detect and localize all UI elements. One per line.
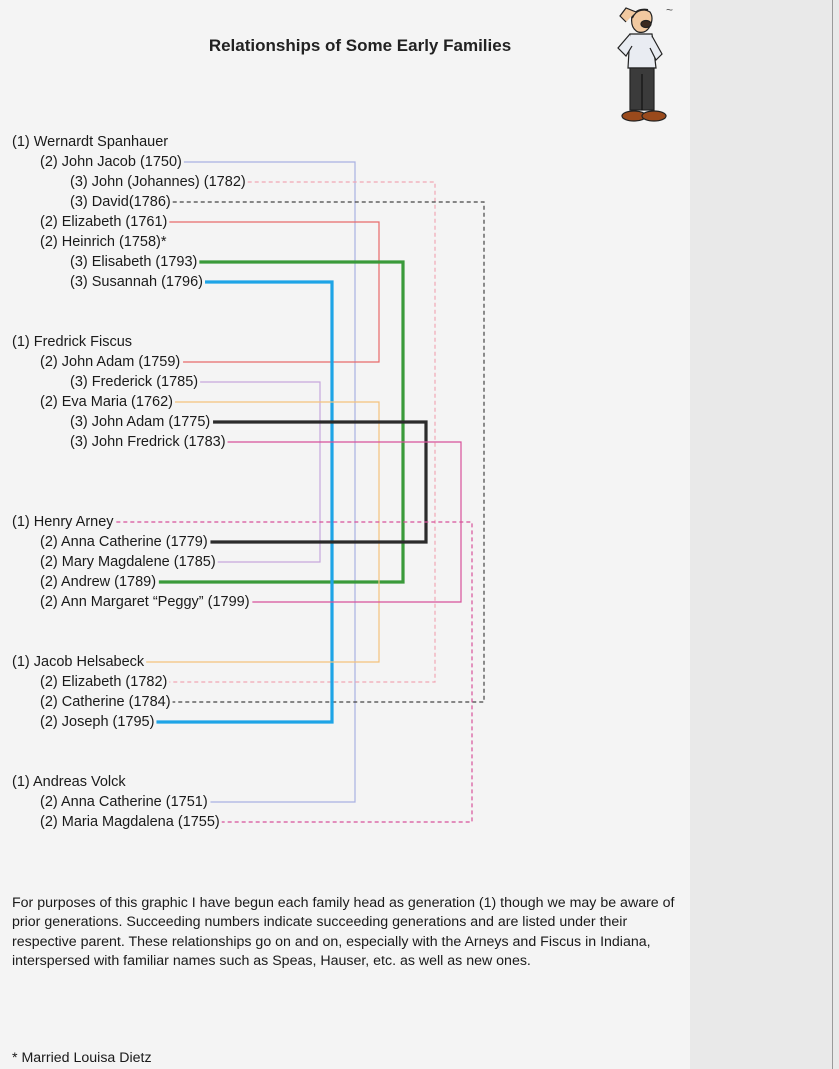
person-name: Anna Catherine (1779) <box>60 534 208 550</box>
person-name: Henry Arney <box>33 514 114 530</box>
person-name: Fredrick Fiscus <box>33 334 133 350</box>
family-member: (2) Anna Catherine (1751) <box>40 792 208 812</box>
page-title: Relationships of Some Early Families <box>208 36 512 55</box>
generation-number: (2) <box>40 234 62 250</box>
generation-number: (2) <box>40 814 62 830</box>
generation-number: (1) <box>12 774 33 790</box>
generation-number: (2) <box>40 674 62 690</box>
thinking-man-illustration: ~ <box>617 4 673 122</box>
generation-number: (2) <box>40 534 61 550</box>
person-name: John Adam (1759) <box>61 354 181 370</box>
person-name: Maria Magdalena (1755) <box>61 814 220 830</box>
family-head: (1) Fredrick Fiscus <box>12 332 132 352</box>
family-head: (1) Wernardt Spanhauer <box>12 132 168 152</box>
family-member: (2) Anna Catherine (1779) <box>40 532 208 552</box>
generation-number: (3) <box>70 434 92 450</box>
family-member: (2) Maria Magdalena (1755) <box>40 812 220 832</box>
family-member: (3) John Fredrick (1783) <box>70 432 226 452</box>
person-name: Catherine (1784) <box>61 694 171 710</box>
family-member: (3) John Adam (1775) <box>70 412 210 432</box>
person-name: Heinrich (1758)* <box>61 234 167 250</box>
connector-line <box>169 181 436 683</box>
generation-number: (2) <box>40 694 62 710</box>
person-name: John Jacob (1750) <box>61 154 182 170</box>
person-name: Anna Catherine (1751) <box>60 794 208 810</box>
generation-number: (3) <box>70 414 92 430</box>
generation-number: (1) <box>12 134 34 150</box>
family-member: (3) John (Johannes) (1782) <box>70 172 246 192</box>
person-name: Elizabeth (1761) <box>61 214 168 230</box>
person-name: Wernardt Spanhauer <box>33 134 169 150</box>
person-name: Elisabeth (1793) <box>91 254 198 270</box>
generation-number: (3) <box>70 194 92 210</box>
page-edge-rule <box>832 0 833 1069</box>
connector-line <box>200 381 321 563</box>
person-name: Andrew (1789) <box>60 574 157 590</box>
generation-number: (1) <box>12 334 34 350</box>
connector-line <box>156 280 334 724</box>
generation-number: (1) <box>12 514 34 530</box>
generation-number: (3) <box>70 174 92 190</box>
family-head: (1) Andreas Volck <box>12 772 126 792</box>
family-member: (2) Joseph (1795) <box>40 712 154 732</box>
family-member: (2) Catherine (1784) <box>40 692 171 712</box>
person-name: John Fredrick (1783) <box>91 434 226 450</box>
generation-number: (3) <box>70 254 92 270</box>
family-member: (2) John Jacob (1750) <box>40 152 182 172</box>
family-member: (2) John Adam (1759) <box>40 352 180 372</box>
family-member: (2) Ann Margaret “Peggy” (1799) <box>40 592 250 612</box>
connector-line <box>146 401 380 663</box>
family-member: (3) Frederick (1785) <box>70 372 198 392</box>
person-name: Jacob Helsabeck <box>33 654 145 670</box>
generation-number: (2) <box>40 794 61 810</box>
family-member: (2) Elizabeth (1782) <box>40 672 167 692</box>
connector-line <box>172 201 485 703</box>
relationship-connectors <box>116 161 485 823</box>
family-member: (3) David(1786) <box>70 192 171 212</box>
generation-number: (2) <box>40 214 62 230</box>
person-name: David(1786) <box>91 194 171 210</box>
svg-text:~: ~ <box>666 4 673 17</box>
explanation-text: For purposes of this graphic I have begu… <box>12 895 675 970</box>
person-name: Joseph (1795) <box>61 714 155 730</box>
generation-number: (2) <box>40 154 62 170</box>
family-member: (2) Heinrich (1758)* <box>40 232 167 252</box>
family-member: (2) Mary Magdalene (1785) <box>40 552 216 572</box>
generation-number: (3) <box>70 274 92 290</box>
document-page: Relationships of Some Early Families ~ (… <box>0 0 690 1069</box>
family-head: (1) Henry Arney <box>12 512 114 532</box>
family-member: (2) Eva Maria (1762) <box>40 392 173 412</box>
person-name: Mary Magdalene (1785) <box>61 554 216 570</box>
family-member: (3) Elisabeth (1793) <box>70 252 197 272</box>
person-name: John Adam (1775) <box>91 414 211 430</box>
connector-line <box>116 521 473 823</box>
person-name: Eva Maria (1762) <box>61 394 173 410</box>
generation-number: (1) <box>12 654 34 670</box>
generation-number: (3) <box>70 374 92 390</box>
generation-number: (2) <box>40 574 61 590</box>
person-name: Susannah (1796) <box>91 274 203 290</box>
family-member: (2) Andrew (1789) <box>40 572 156 592</box>
generation-number: (2) <box>40 714 62 730</box>
connector-line <box>169 221 380 363</box>
generation-number: (2) <box>40 554 62 570</box>
family-member: (3) Susannah (1796) <box>70 272 203 292</box>
person-name: Andreas Volck <box>32 774 126 790</box>
connector-line <box>183 161 356 803</box>
person-name: Frederick (1785) <box>91 374 199 390</box>
family-member: (2) Elizabeth (1761) <box>40 212 167 232</box>
family-head: (1) Jacob Helsabeck <box>12 652 144 672</box>
generation-number: (2) <box>40 354 62 370</box>
generation-number: (2) <box>40 594 61 610</box>
person-name: Elizabeth (1782) <box>61 674 168 690</box>
person-name: John (Johannes) (1782) <box>91 174 246 190</box>
person-name: Ann Margaret “Peggy” (1799) <box>60 594 250 610</box>
generation-number: (2) <box>40 394 62 410</box>
footnote: * Married Louisa Dietz <box>12 1050 152 1066</box>
connector-line <box>210 420 428 544</box>
